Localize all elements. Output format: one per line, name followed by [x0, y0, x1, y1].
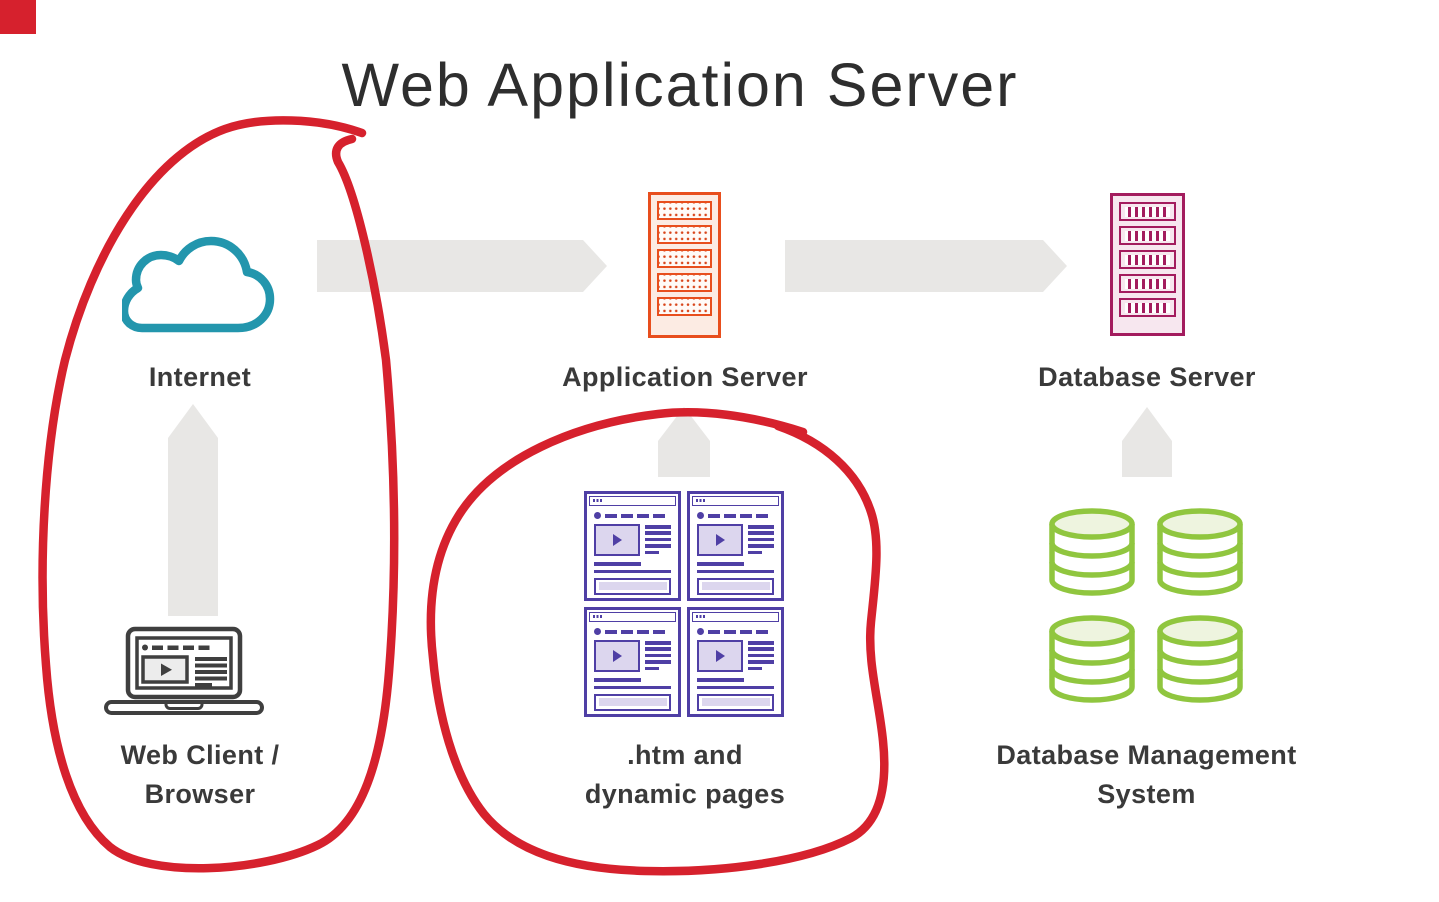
page-addressbar: [594, 512, 671, 519]
video-player-icon: [697, 524, 743, 556]
web-pages-group: [584, 491, 784, 717]
server-slot: [1119, 202, 1176, 221]
page-addressbar: [697, 628, 774, 635]
arrow-appserver-to-dbserver: [785, 240, 1067, 292]
server-slot: [1119, 250, 1176, 269]
arrow-dbms-to-dbserver: [1122, 407, 1172, 477]
web-page-icon: [584, 491, 681, 601]
pages-label: .htm and dynamic pages: [485, 736, 885, 814]
dbms-label-line1: Database Management: [996, 740, 1297, 770]
arrow-internet-to-appserver: [317, 240, 607, 292]
page-titlebar: [692, 496, 779, 506]
application-server-label: Application Server: [562, 362, 808, 392]
pages-label-line1: .htm and: [627, 740, 743, 770]
arrow-webclient-to-internet: [168, 404, 218, 616]
window-dots-icon: [593, 499, 595, 502]
window-dots-icon: [696, 615, 698, 618]
server-slot: [657, 225, 712, 244]
video-player-icon: [594, 524, 640, 556]
web-client-label-line2: Browser: [144, 779, 256, 809]
red-corner-mark: [0, 0, 36, 34]
server-slot: [1119, 298, 1176, 317]
page-addressbar: [594, 628, 671, 635]
window-dots-icon: [593, 615, 595, 618]
page-titlebar: [589, 496, 676, 506]
server-slot: [657, 273, 712, 292]
video-player-icon: [594, 640, 640, 672]
server-slot: [1119, 274, 1176, 293]
page-addressbar: [697, 512, 774, 519]
database-cylinder-icon: [1157, 508, 1243, 596]
web-page-icon: [584, 607, 681, 717]
page-footer-box: [594, 577, 671, 595]
play-icon: [612, 650, 622, 662]
database-cylinder-icon: [1049, 615, 1135, 703]
web-client-label: Web Client / Browser: [40, 736, 360, 814]
web-page-icon: [687, 607, 784, 717]
video-player-icon: [697, 640, 743, 672]
page-footer-box: [697, 577, 774, 595]
page-footer-box: [594, 693, 671, 711]
server-slot: [657, 201, 712, 220]
play-icon: [715, 534, 725, 546]
dbms-label-line2: System: [1097, 779, 1196, 809]
internet-label: Internet: [148, 362, 252, 392]
page-footer-box: [697, 693, 774, 711]
database-cylinder-icon: [1157, 615, 1243, 703]
page-titlebar: [589, 612, 676, 622]
database-cylinder-icon: [1049, 508, 1135, 596]
arrow-pages-to-appserver: [658, 407, 710, 477]
application-server-rack-icon: [648, 192, 721, 338]
dbms-cylinders-group: [1049, 508, 1243, 703]
database-server-rack-icon: [1110, 193, 1185, 336]
page-title: Web Application Server: [341, 51, 1019, 119]
server-slot: [657, 249, 712, 268]
web-client-label-line1: Web Client /: [120, 740, 280, 770]
dbms-label: Database Management System: [930, 736, 1363, 814]
window-dots-icon: [696, 499, 698, 502]
web-page-icon: [687, 491, 784, 601]
internet-cloud-icon: [122, 236, 275, 333]
web-client-laptop-icon: [104, 626, 264, 715]
server-slot: [1119, 226, 1176, 245]
play-icon: [715, 650, 725, 662]
page-titlebar: [692, 612, 779, 622]
pages-label-line2: dynamic pages: [584, 779, 786, 809]
database-server-label: Database Server: [1038, 362, 1256, 392]
server-slot: [657, 297, 712, 316]
play-icon: [612, 534, 622, 546]
